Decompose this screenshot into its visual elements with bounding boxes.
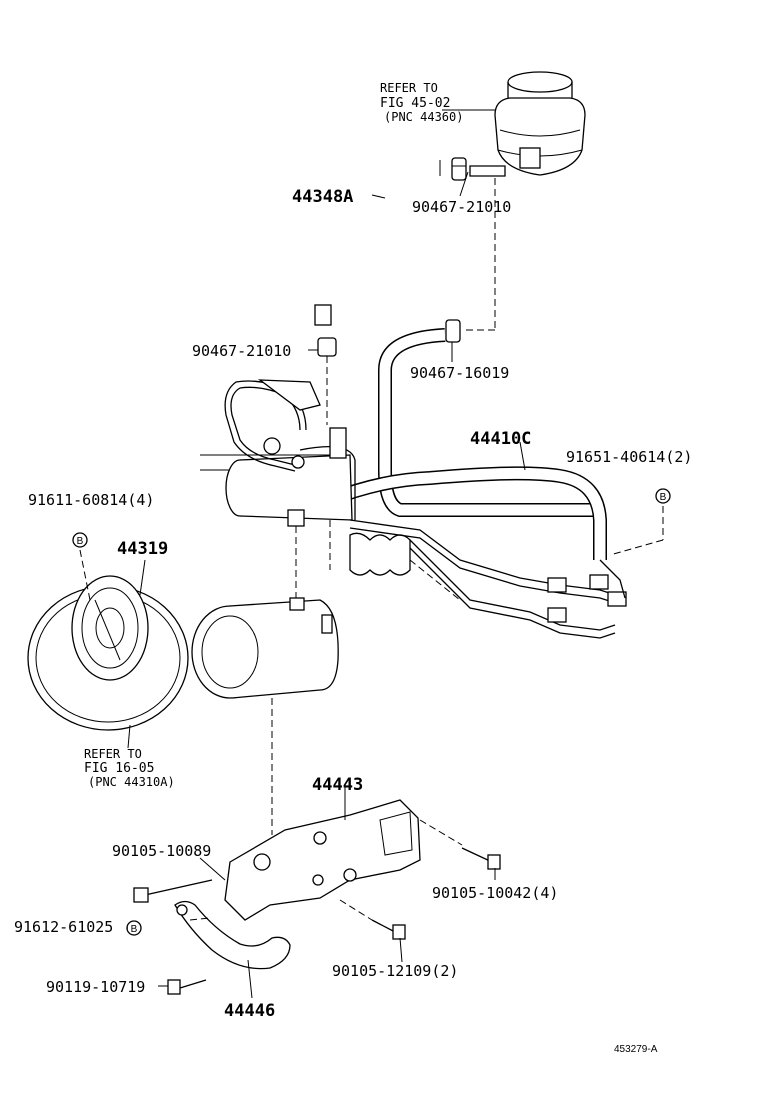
part-90467-21010-top: 90467-21010	[412, 198, 511, 216]
part-44410c: 44410C	[470, 429, 531, 449]
part-90119-10719: 90119-10719	[46, 978, 145, 996]
ref-reservoir-line2: FIG 45-02	[380, 96, 450, 111]
figure-code: 453279-A	[614, 1044, 658, 1055]
leader-dashed	[339, 899, 373, 921]
ref-belt-line1: REFER TO	[84, 747, 142, 761]
ref-belt-line2: FIG 16-05	[84, 761, 154, 776]
leader-dashed	[419, 819, 463, 846]
part-91611-60814: 91611-60814(4)	[28, 491, 154, 509]
ref-reservoir-line1: REFER TO	[380, 81, 438, 95]
ref-belt-line3: (PNC 44310A)	[88, 775, 175, 789]
pressure-pipes-right	[349, 519, 627, 639]
marker-b-label: B	[660, 492, 667, 503]
part-91651-40614: 91651-40614(2)	[566, 448, 692, 466]
marker-b-label: B	[131, 924, 138, 935]
reservoir-tank	[439, 71, 586, 177]
marker-b-91611: B	[72, 532, 88, 548]
bolt-90119-10719	[167, 979, 207, 995]
suction-hose	[314, 162, 436, 326]
part-44319: 44319	[117, 539, 168, 559]
part-90467-16019: 90467-16019	[410, 364, 509, 382]
part-91612-61025: 91612-61025	[14, 918, 113, 936]
adjusting-bar-44446	[174, 900, 291, 970]
steering-gear-assembly	[200, 427, 461, 601]
marker-b-91651: B	[655, 488, 671, 504]
part-90105-10089: 90105-10089	[112, 842, 211, 860]
part-44446: 44446	[224, 1001, 275, 1021]
marker-b-label: B	[77, 536, 84, 547]
vane-pump-body	[191, 597, 339, 699]
marker-b-91612: B	[126, 920, 142, 936]
pressure-hose-44410c	[327, 466, 607, 560]
leader-dashed	[189, 917, 211, 921]
leader-dashed	[79, 549, 91, 601]
leader-lines	[127, 109, 526, 999]
pressure-pipes	[224, 379, 321, 600]
pump-bracket-44443	[224, 799, 421, 921]
leader-dashed	[609, 539, 664, 556]
hose-clamp-16019	[445, 319, 461, 343]
ref-reservoir-line3: (PNC 44360)	[384, 110, 463, 124]
bolt-90105-10089	[133, 879, 213, 903]
pulley-44319	[71, 575, 149, 681]
return-hose	[378, 328, 600, 517]
part-44348a: 44348A	[292, 187, 353, 207]
part-90467-21010-mid: 90467-21010	[192, 342, 291, 360]
part-44443: 44443	[312, 775, 363, 795]
hose-clamp-top	[451, 157, 467, 181]
bolt-90105-10042	[461, 847, 501, 870]
part-90105-12109: 90105-12109(2)	[332, 962, 458, 980]
hose-clamp-mid	[317, 337, 337, 357]
part-90105-10042: 90105-10042(4)	[432, 884, 558, 902]
bolt-90105-12109	[371, 919, 406, 940]
